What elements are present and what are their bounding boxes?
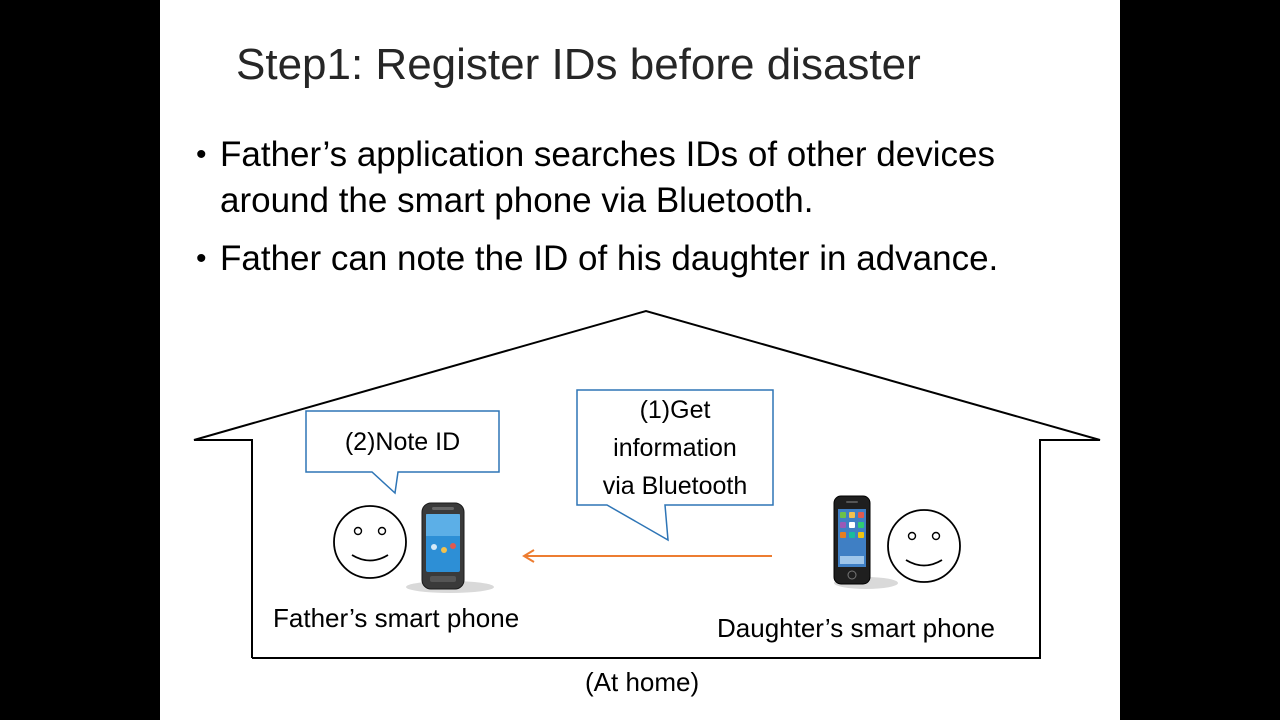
father-phone-label: Father’s smart phone [273, 603, 520, 633]
callout-get-info-text: (1)Get information via Bluetooth [577, 391, 773, 505]
slide: Step1: Register IDs before disaster • Fa… [160, 0, 1120, 720]
bullet-item: • Father’s application searches IDs of o… [196, 132, 1106, 224]
bullet-item: • Father can note the ID of his daughter… [196, 236, 1106, 282]
bullet-text: Father’s application searches IDs of oth… [220, 135, 995, 220]
bullet-text: Father can note the ID of his daughter i… [220, 239, 999, 278]
callout-line: (1)Get [639, 396, 711, 424]
callout-note-id-text: (2)Note ID [344, 428, 461, 456]
father-smiley-icon [333, 505, 407, 579]
daughter-phone-label: Daughter’s smart phone [717, 613, 995, 643]
callout-line: via Bluetooth [602, 472, 748, 500]
callout-get-info-shape [576, 389, 774, 542]
location-label: (At home) [585, 667, 700, 697]
bullet-list: • Father’s application searches IDs of o… [196, 132, 1106, 294]
house-outline [193, 309, 1101, 659]
callout-line: information [613, 434, 737, 462]
slide-title: Step1: Register IDs before disaster [236, 40, 921, 89]
bullet-dot-icon: • [196, 138, 207, 171]
bullet-dot-icon: • [196, 242, 207, 275]
bluetooth-arrow [522, 549, 772, 563]
daughter-smiley-icon [887, 509, 961, 583]
callout-note-id-shape [305, 410, 500, 495]
daughter-phone-icon [833, 495, 898, 589]
house-diagram [193, 309, 1101, 659]
father-phone-icon [406, 502, 494, 593]
